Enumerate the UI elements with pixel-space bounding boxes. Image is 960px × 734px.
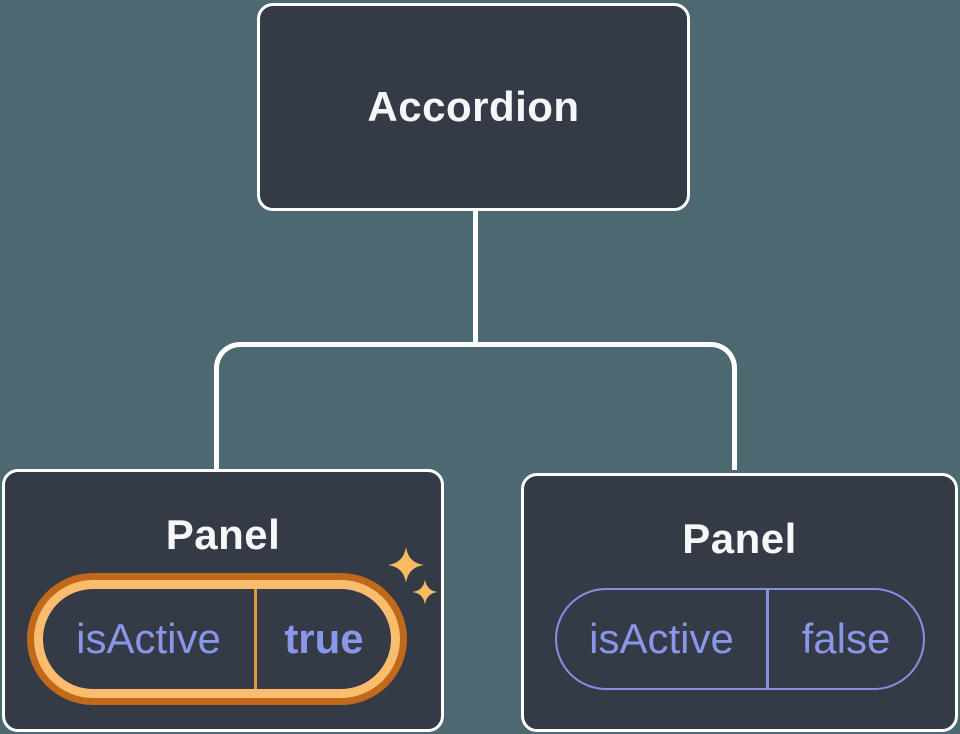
accordion-node-label: Accordion	[367, 83, 580, 130]
panel-node-active: Panel isActive true	[2, 469, 444, 732]
connector-root-stem	[473, 211, 478, 344]
panel-node-inactive-label: Panel	[682, 515, 797, 562]
pill-divider	[254, 589, 257, 689]
panel-node-active-label: Panel	[165, 511, 281, 558]
connector-branch-bracket	[214, 342, 737, 470]
prop-value-label: false	[801, 615, 891, 662]
prop-value-label: true	[284, 615, 364, 662]
state-pill-active: isActive true	[43, 589, 391, 689]
state-pill-inactive: isActive false	[555, 588, 925, 690]
accordion-node: Accordion	[257, 3, 690, 211]
sparkles-icon	[388, 547, 438, 605]
prop-name-label: isActive	[76, 615, 221, 662]
panel-node-inactive: Panel isActive false	[521, 473, 958, 732]
prop-name-label: isActive	[589, 615, 734, 662]
pill-divider	[766, 590, 769, 688]
